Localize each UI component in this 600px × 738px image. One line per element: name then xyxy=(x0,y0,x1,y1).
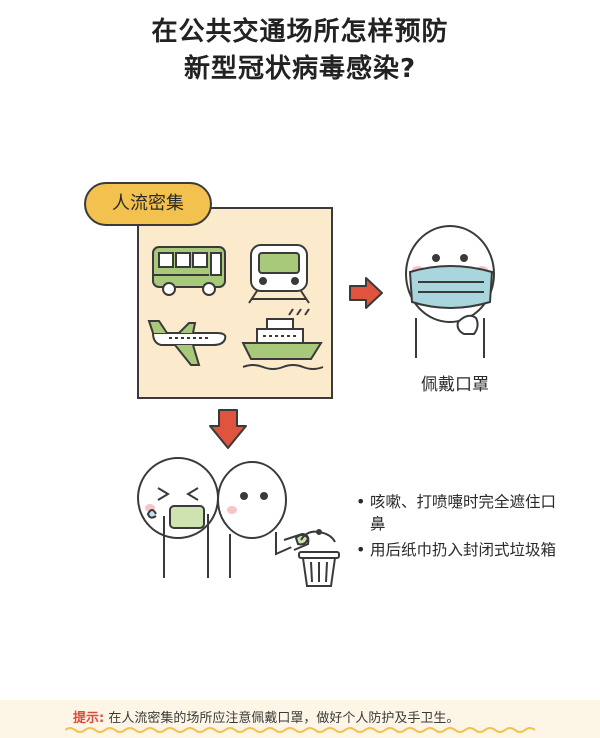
tip-text: 提示: 在人流密集的场所应注意佩戴口罩，做好个人防护及手卫生。 xyxy=(73,707,459,726)
title-line-2: 新型冠状病毒感染? xyxy=(183,54,417,84)
list-item: • 咳嗽、打喷嚏时完全遮住口鼻 xyxy=(356,492,557,533)
airplane-icon xyxy=(147,320,227,366)
face-mask-icon xyxy=(408,265,494,309)
page-title: 在公共交通场所怎样预防 新型冠状病毒感染? xyxy=(0,14,600,88)
sneezing-people-illustration xyxy=(134,454,354,594)
crowd-tag: 人流密集 xyxy=(84,182,212,226)
masked-person-illustration xyxy=(398,218,508,368)
wavy-divider xyxy=(65,726,535,734)
tip-label: 提示: xyxy=(73,711,105,726)
wear-mask-label: 佩戴口罩 xyxy=(421,375,489,395)
bus-icon xyxy=(152,246,226,296)
list-item: • 用后纸巾扔入封闭式垃圾箱 xyxy=(356,540,557,559)
tip-content: 在人流密集的场所应注意佩戴口罩，做好个人防护及手卫生。 xyxy=(108,711,460,726)
right-arrow-icon xyxy=(348,276,384,310)
ship-icon xyxy=(241,308,324,370)
down-arrow-icon xyxy=(208,408,248,450)
title-line-1: 在公共交通场所怎样预防 xyxy=(151,17,449,47)
crowded-transport-panel xyxy=(137,207,333,399)
tips-list: • 咳嗽、打喷嚏时完全遮住口鼻 • 用后纸巾扔入封闭式垃圾箱 xyxy=(356,491,586,561)
trash-can-icon xyxy=(295,526,345,590)
train-icon xyxy=(248,244,310,304)
